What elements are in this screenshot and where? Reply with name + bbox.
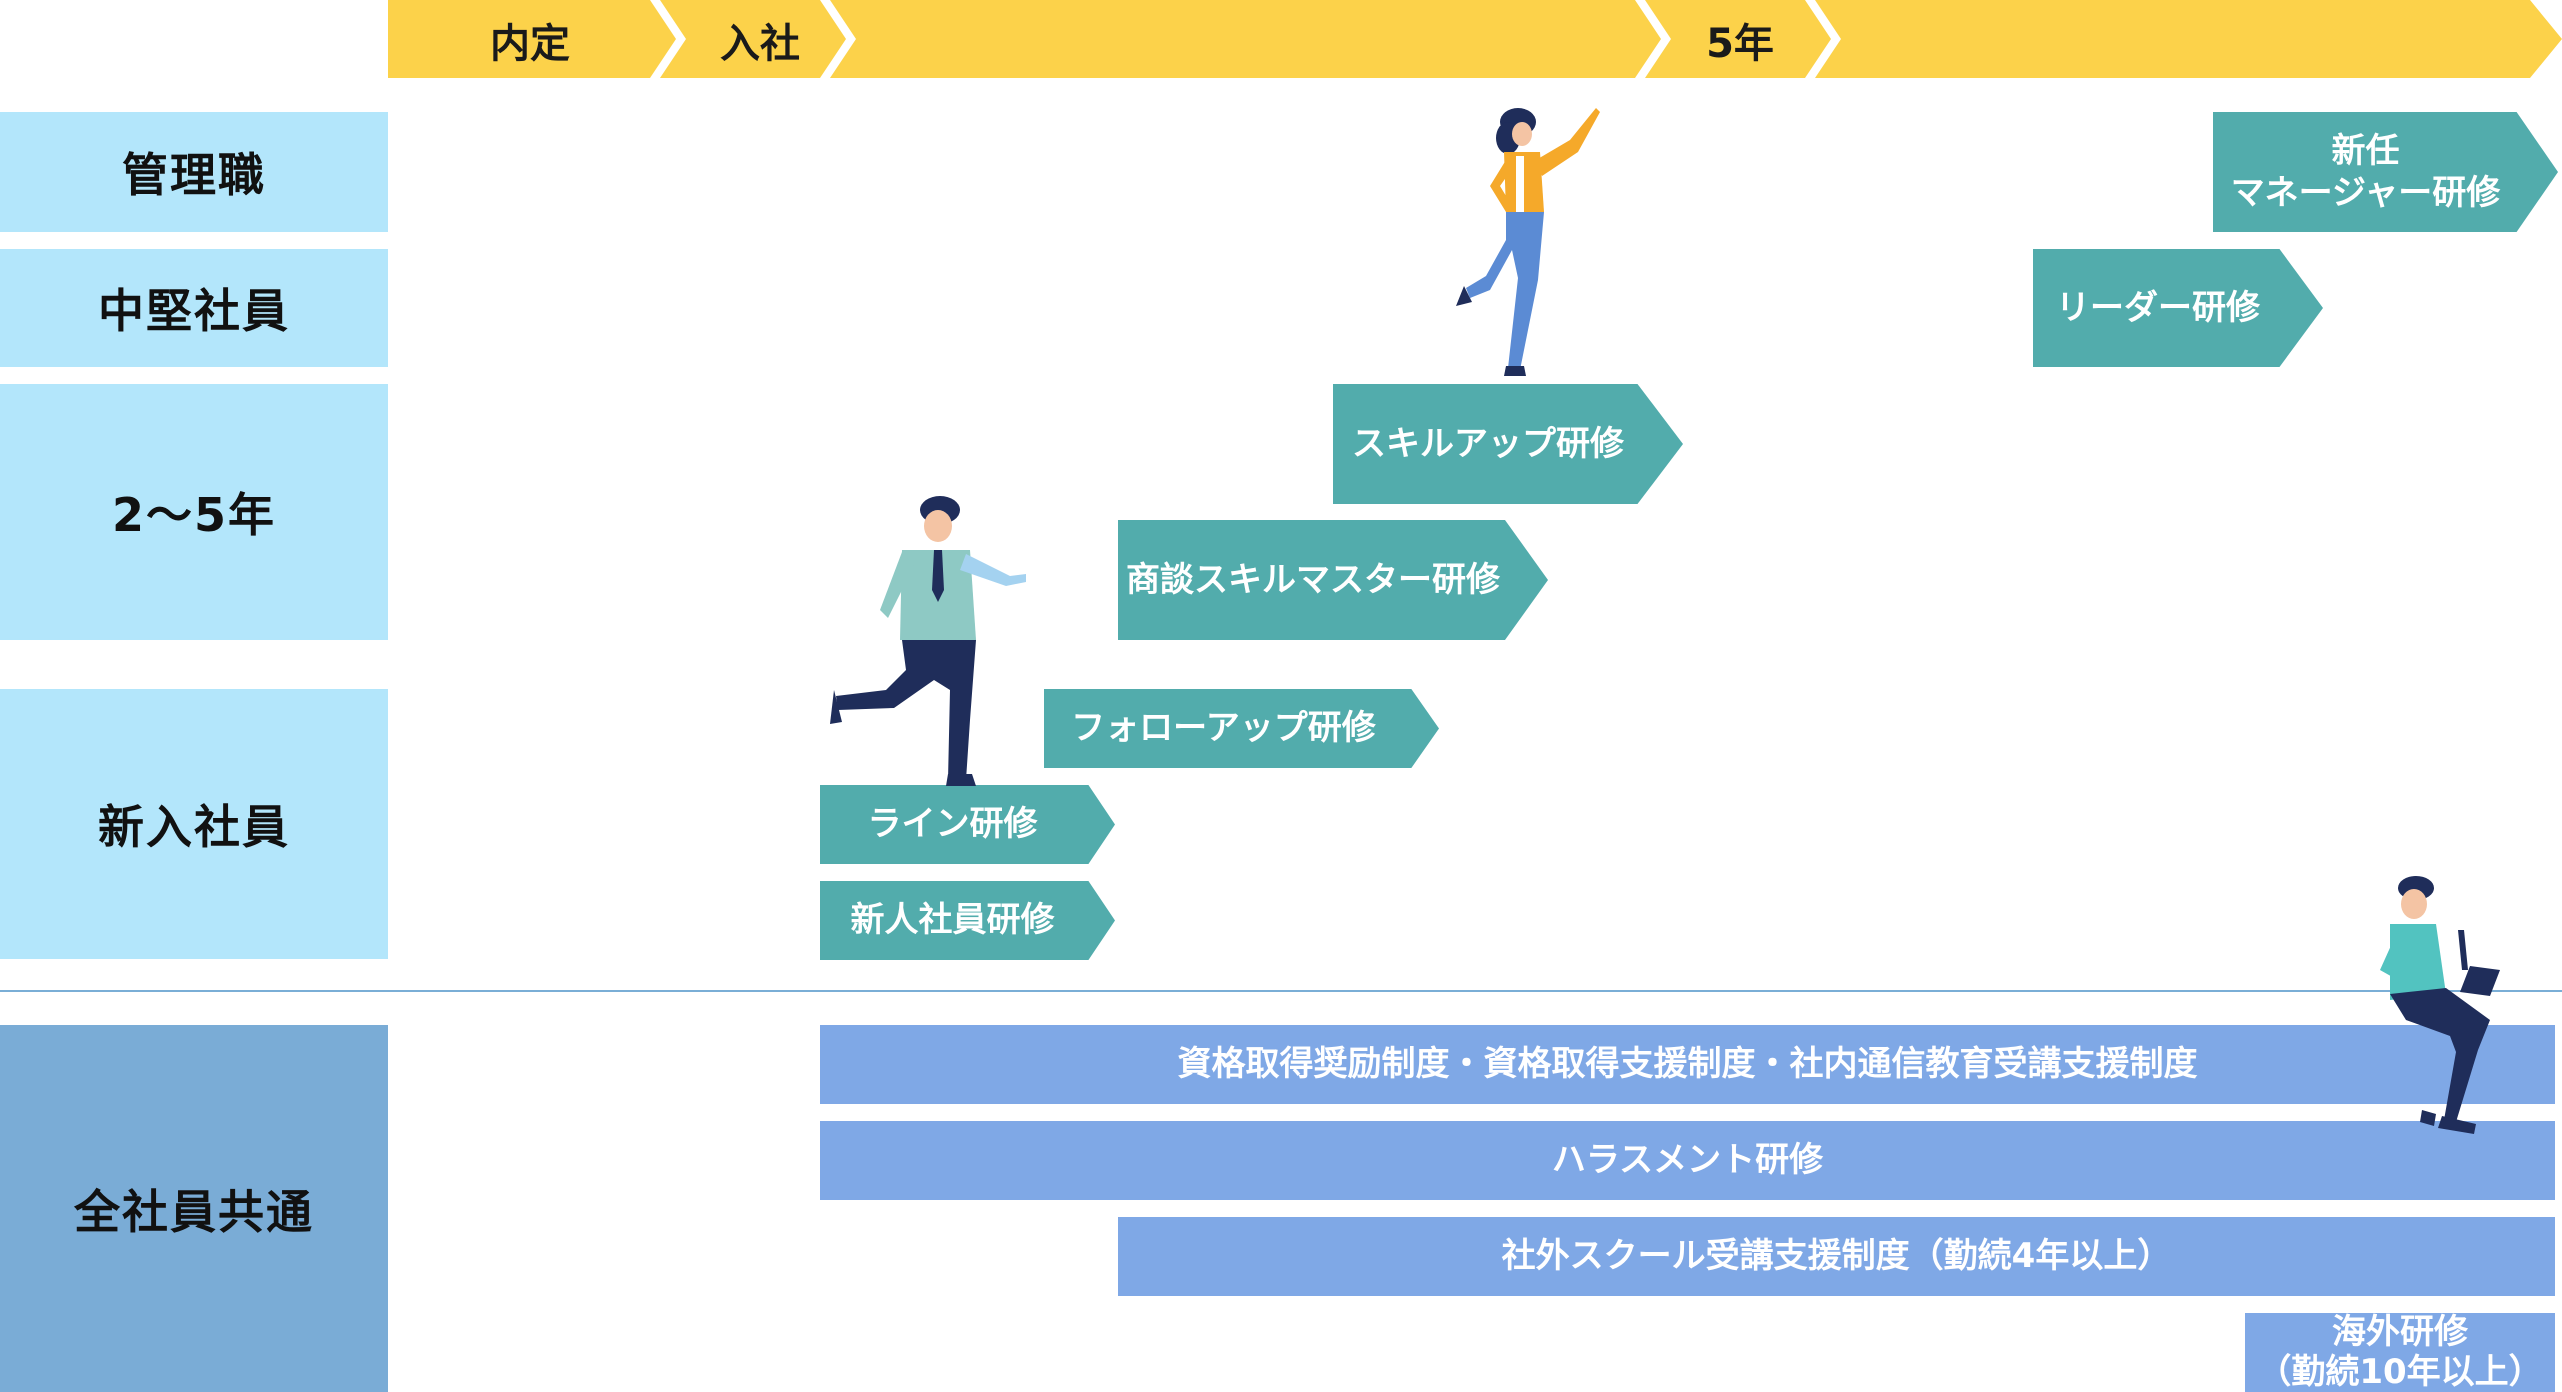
category-years: 2〜5年 bbox=[0, 384, 388, 640]
timeline-segment-5nen bbox=[1645, 0, 1831, 78]
timeline-segment-naitei bbox=[388, 0, 676, 78]
category-newhire: 新入社員 bbox=[0, 689, 388, 959]
new-manager-training-line1: 新任 bbox=[2331, 130, 2400, 171]
person-writing-illustration bbox=[2380, 876, 2500, 1134]
new-manager-training: 新任 マネージャー研修 bbox=[2213, 112, 2558, 232]
new-employee-training: 新人社員研修 bbox=[820, 881, 1115, 960]
timeline-segment-mid bbox=[830, 0, 1661, 78]
new-manager-training-line2: マネージャー研修 bbox=[2230, 173, 2501, 213]
external-school-bar: 社外スクール受講支援制度（勤続4年以上） bbox=[1118, 1217, 2555, 1296]
line-training: ライン研修 bbox=[820, 785, 1115, 864]
harassment-training-bar: ハラスメント研修 bbox=[820, 1121, 2555, 1200]
skillup-training: スキルアップ研修 bbox=[1333, 384, 1683, 504]
overseas-training-bar: 海外研修 （勤続10年以上） bbox=[2245, 1313, 2555, 1392]
phase-label-naitei: 内定 bbox=[490, 21, 570, 67]
negotiation-skill-training: 商談スキルマスター研修 bbox=[1118, 520, 1548, 640]
section-divider bbox=[0, 990, 2562, 992]
leader-training: リーダー研修 bbox=[2033, 249, 2323, 367]
businessman-walking-illustration bbox=[830, 496, 1026, 786]
followup-training: フォローアップ研修 bbox=[1044, 689, 1439, 768]
category-common: 全社員共通 bbox=[0, 1025, 388, 1392]
timeline-arrow bbox=[388, 0, 2562, 78]
category-manager: 管理職 bbox=[0, 112, 388, 232]
timeline-segment-nyusha bbox=[660, 0, 846, 78]
overseas-training-line2: （勤続10年以上） bbox=[2257, 1351, 2543, 1392]
phase-label-5nen: 5年 bbox=[1706, 21, 1774, 67]
person-reaching-illustration bbox=[1456, 108, 1600, 376]
category-mid: 中堅社員 bbox=[0, 249, 388, 367]
overseas-training-line1: 海外研修 bbox=[2332, 1312, 2468, 1353]
phase-label-nyusha: 入社 bbox=[720, 21, 800, 67]
timeline-segment-end bbox=[1815, 0, 2562, 78]
qualification-support-bar: 資格取得奨励制度・資格取得支援制度・社内通信教育受講支援制度 bbox=[820, 1025, 2555, 1104]
